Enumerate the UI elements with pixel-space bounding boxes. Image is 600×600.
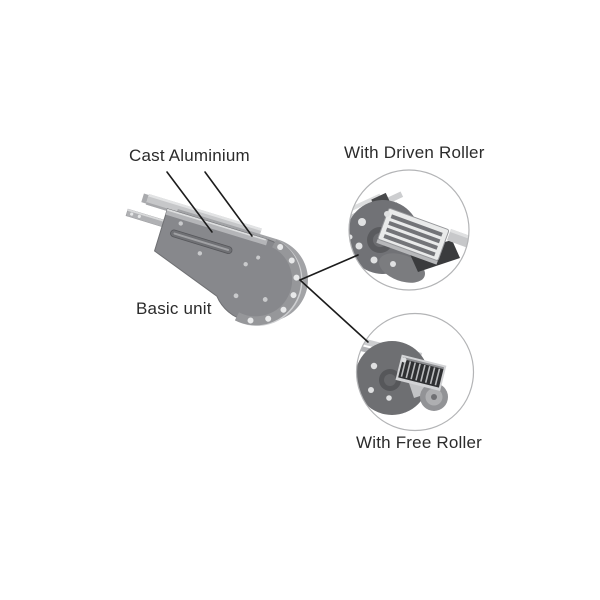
belt-chain <box>234 239 303 326</box>
basic-unit-label: Basic unit <box>136 299 212 318</box>
free-roller-detail-art <box>356 338 448 415</box>
unit-body <box>153 208 308 326</box>
leader-line-cast-aluminium-1 <box>166 171 213 233</box>
free-roller-wheel <box>420 383 448 411</box>
free-roller-label: With Free Roller <box>356 433 483 452</box>
leader-line-free-roller <box>299 279 369 343</box>
leader-line-driven-roller <box>299 254 359 281</box>
driven-roller-detail-circle <box>348 169 470 291</box>
detail-circle-outline-bottom <box>355 312 475 432</box>
cast-aluminium-label: Cast Aluminium <box>129 146 250 165</box>
basic-unit-illustration <box>125 193 308 326</box>
driven-roller-detail-art <box>349 191 469 283</box>
detail-circle-outline-top <box>348 169 470 291</box>
free-roller-detail-circle <box>355 312 475 432</box>
driven-roller-label: With Driven Roller <box>344 143 485 162</box>
leader-line-cast-aluminium-2 <box>204 171 253 237</box>
screw-holes <box>178 221 268 302</box>
free-roller-block <box>395 354 447 391</box>
driven-roller-plate <box>376 208 450 265</box>
